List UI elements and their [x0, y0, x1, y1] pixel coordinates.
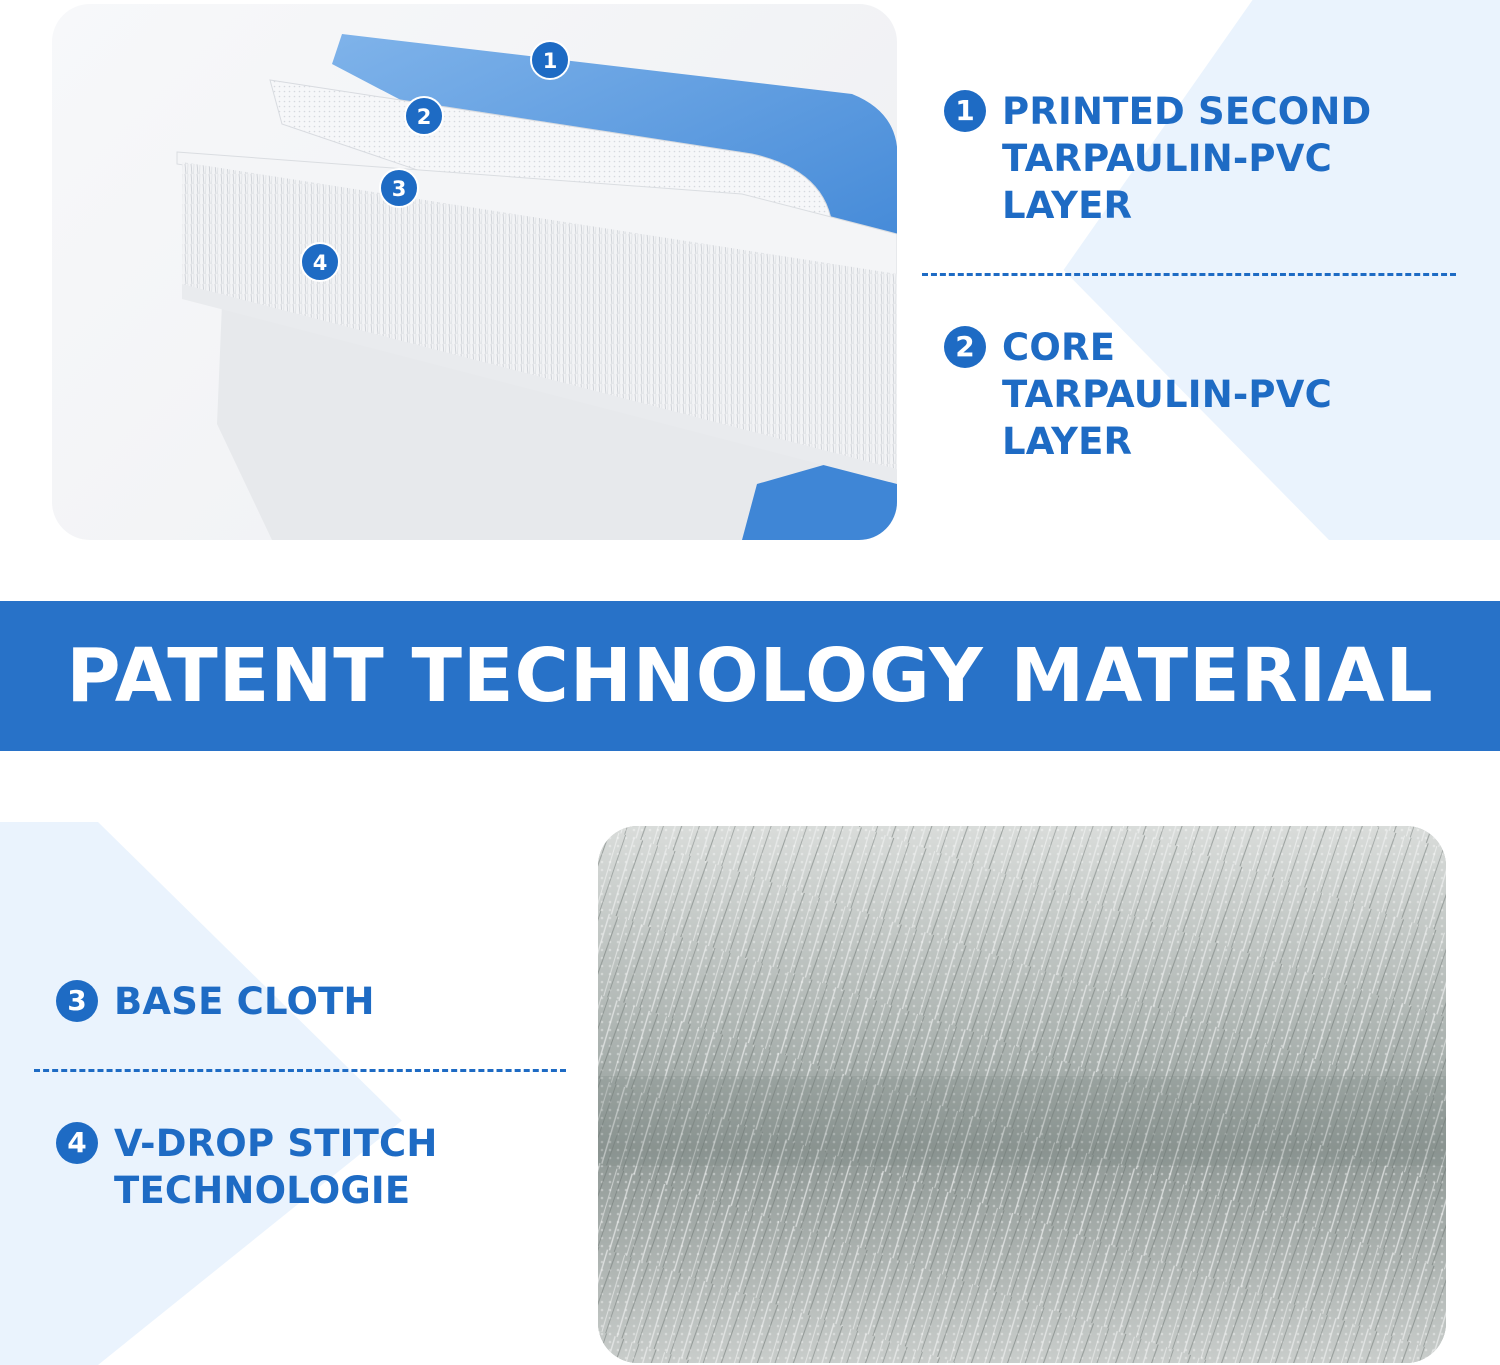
marker-4-label: 4 [313, 251, 328, 275]
bottom-layer-list: 3 BASE CLOTH 4 V-DROP STITCH TECHNOLOGIE [34, 978, 566, 1214]
layer-text-line: CORE [1002, 326, 1116, 369]
layer-item-3: 3 BASE CLOTH [56, 978, 566, 1025]
layer-text-line: TECHNOLOGIE [114, 1169, 411, 1212]
illustration-marker-1: 1 [530, 40, 570, 80]
layer-item-1: 1 PRINTED SECOND TARPAULIN-PVC LAYER [944, 88, 1474, 229]
drop-stitch-fibers [182, 162, 897, 474]
layer-number-badge: 4 [56, 1122, 98, 1164]
layer-item-2: 2 CORE TARPAULIN-PVC LAYER [944, 324, 1474, 465]
dashed-divider [922, 273, 1456, 276]
layer-text-line: LAYER [1002, 420, 1133, 463]
layer-text-line: BASE CLOTH [114, 980, 375, 1023]
layer-text-line: TARPAULIN-PVC [1002, 137, 1332, 180]
bottom-base-cloth [182, 284, 897, 484]
layer-number-badge: 2 [944, 326, 986, 368]
layer-description: PRINTED SECOND TARPAULIN-PVC LAYER [1002, 88, 1371, 229]
layer-number-badge: 1 [944, 90, 986, 132]
layer-description: CORE TARPAULIN-PVC LAYER [1002, 324, 1332, 465]
layer-description: V-DROP STITCH TECHNOLOGIE [114, 1120, 438, 1214]
layer-text-line: LAYER [1002, 184, 1133, 227]
layer-illustration-card: 1 2 3 4 [52, 4, 897, 540]
marker-2-label: 2 [417, 105, 432, 129]
illustration-marker-2: 2 [404, 96, 444, 136]
illustration-marker-4: 4 [300, 242, 340, 282]
illustration-marker-3: 3 [379, 168, 419, 208]
fiber-texture [598, 826, 1446, 1363]
drop-stitch-closeup-photo [598, 826, 1446, 1363]
marker-1-label: 1 [543, 49, 558, 73]
top-layer-list: 1 PRINTED SECOND TARPAULIN-PVC LAYER 2 C… [922, 88, 1474, 465]
layer-item-4: 4 V-DROP STITCH TECHNOLOGIE [56, 1120, 566, 1214]
banner-title: PATENT TECHNOLOGY MATERIAL [66, 633, 1434, 719]
layer-text-line: V-DROP STITCH [114, 1122, 438, 1165]
layer-number-badge: 3 [56, 980, 98, 1022]
layer-text-line: TARPAULIN-PVC [1002, 373, 1332, 416]
dashed-divider [34, 1069, 566, 1072]
marker-3-label: 3 [392, 177, 407, 201]
layer-illustration: 1 2 3 4 [176, 34, 897, 540]
layer-description: BASE CLOTH [114, 978, 375, 1025]
layer-text-line: PRINTED SECOND [1002, 90, 1372, 133]
title-banner: PATENT TECHNOLOGY MATERIAL [0, 601, 1500, 751]
